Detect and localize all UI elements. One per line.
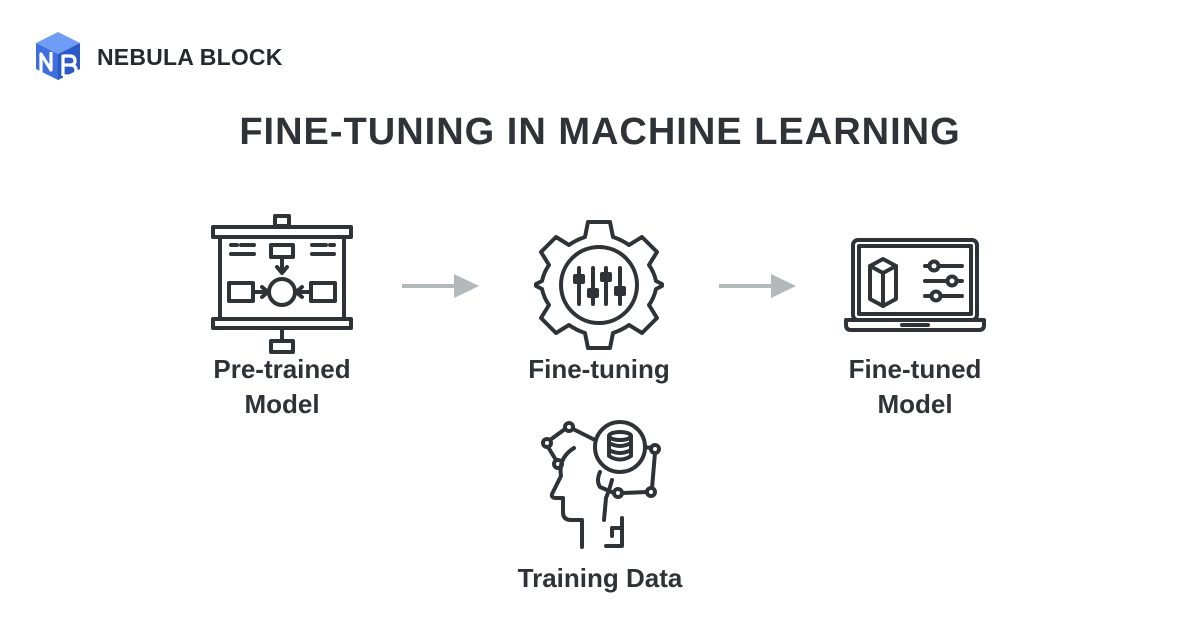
- step-label-line: Pre-trained: [213, 354, 351, 384]
- step-label-line: Fine-tuned: [848, 354, 982, 384]
- step-label-fine-tuning: Fine-tuning: [499, 352, 699, 387]
- step-label-fine-tuned-model: Fine-tuned Model: [815, 352, 1015, 422]
- input-label-training-data: Training Data: [490, 561, 710, 596]
- input-label-line: Training Data: [517, 563, 683, 593]
- step-label-line: Fine-tuning: [528, 354, 670, 384]
- step-label-line: Model: [877, 389, 953, 419]
- presentation-board-icon: [211, 214, 353, 354]
- brand-name: NEBULA BLOCK: [97, 44, 283, 70]
- nebula-block-logo-icon: [36, 32, 80, 80]
- flow-arrow: [402, 274, 479, 298]
- step-label-pre-trained-model: Pre-trained Model: [182, 352, 382, 422]
- laptop-cube-settings-icon: [844, 238, 986, 332]
- gear-sliders-icon: [534, 220, 664, 350]
- ai-head-database-icon: [541, 420, 661, 549]
- page-title: FINE-TUNING IN MACHINE LEARNING: [239, 111, 961, 153]
- flow-arrow: [719, 274, 796, 298]
- step-label-line: Model: [244, 389, 320, 419]
